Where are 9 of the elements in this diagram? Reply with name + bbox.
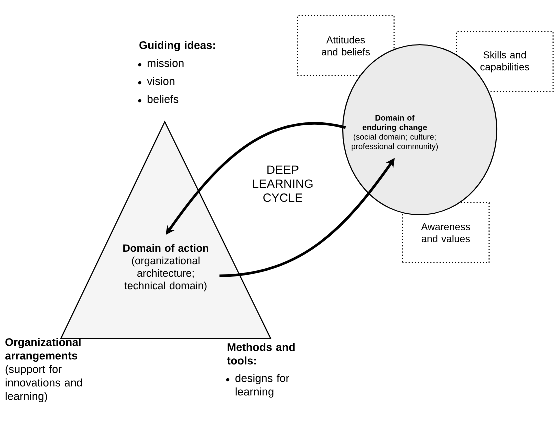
- bullet-item: beliefs: [138, 95, 179, 104]
- text-label: Methods and tools:: [227, 343, 295, 365]
- bullet-item: designs for learning: [226, 374, 290, 398]
- text-label: Organizational arrangements: [6, 338, 81, 362]
- bullet-item: vision: [138, 77, 175, 86]
- text-label: Guiding ideas:: [140, 41, 216, 52]
- text-label: (support for innovations and learning): [6, 365, 82, 402]
- bullet-item: mission: [138, 59, 184, 68]
- dotted-box: Attitudes and beliefs: [297, 15, 395, 77]
